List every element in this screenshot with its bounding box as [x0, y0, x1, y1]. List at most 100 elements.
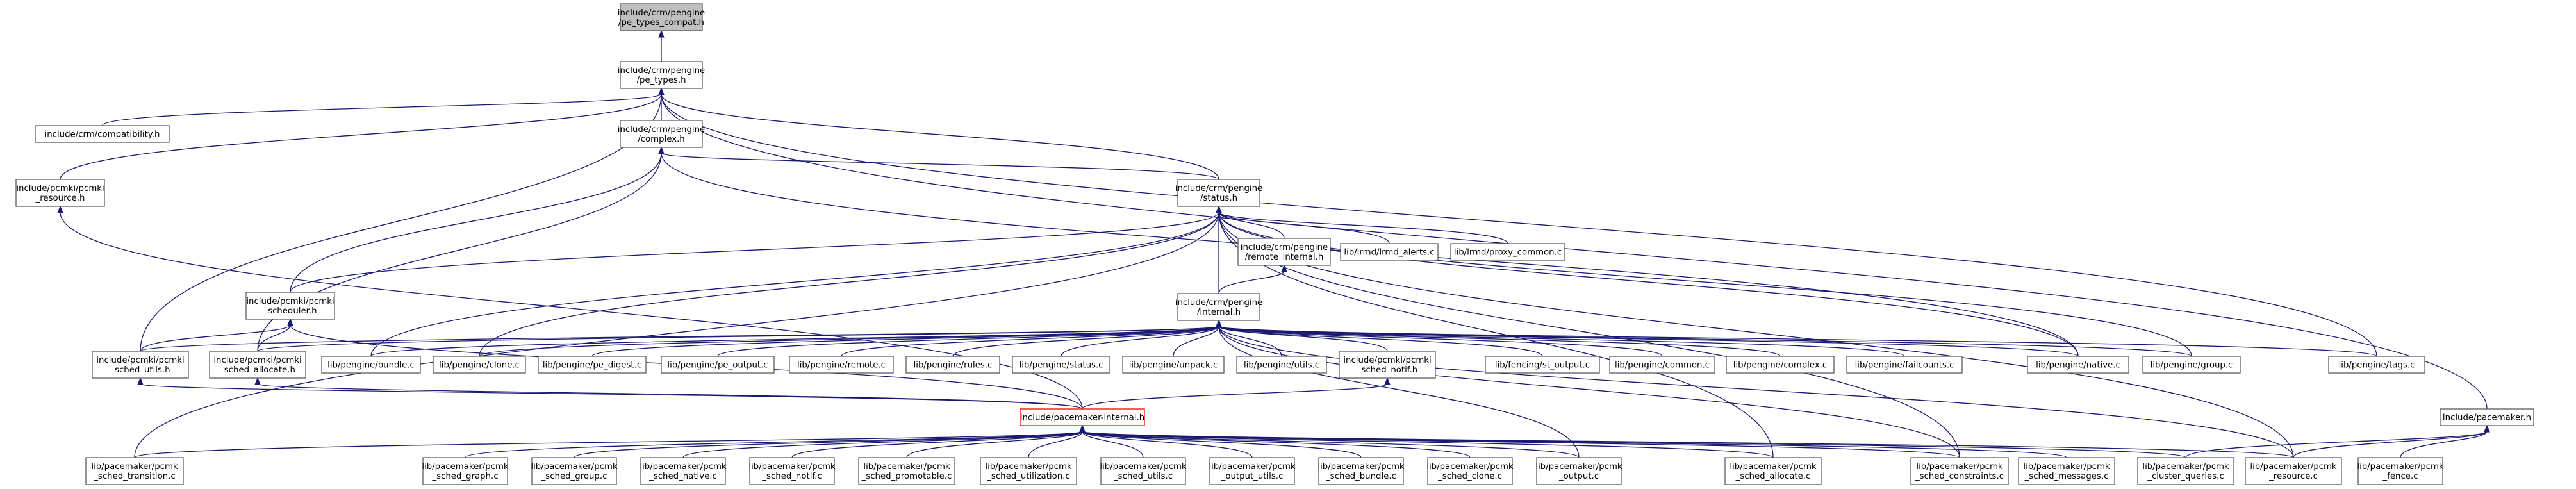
node-label-pcmki-scheduler-1: _scheduler.h — [263, 306, 317, 316]
node-pengine-internal[interactable]: include/crm/pengine/internal.h — [1175, 293, 1262, 321]
node-st-output[interactable]: lib/fencing/st_output.c — [1485, 356, 1600, 374]
node-label-tags-c-0: lib/pengine/tags.c — [2339, 361, 2415, 370]
node-unpack-c[interactable]: lib/pengine/unpack.c — [1122, 356, 1225, 374]
node-remote-internal[interactable]: include/crm/pengine/remote_internal.h — [1237, 238, 1331, 266]
node-label-sched-allocate-c-1: _sched_allocate.c — [1735, 472, 1811, 481]
edge-sched-native-to-pacemaker-internal — [682, 431, 1083, 458]
node-sched-transition[interactable]: lib/pacemaker/pcmk_sched_transition.c — [85, 457, 184, 485]
node-native-c[interactable]: lib/pengine/native.c — [2027, 356, 2129, 374]
node-clone-c[interactable]: lib/pengine/clone.c — [433, 356, 526, 374]
node-tags-c[interactable]: lib/pengine/tags.c — [2328, 356, 2425, 374]
node-label-cluster-queries-0: lib/pacemaker/pcmk — [2142, 462, 2229, 472]
node-sched-bundle[interactable]: lib/pacemaker/pcmk_sched_bundle.c — [1317, 457, 1405, 485]
node-box-native-c — [2027, 356, 2129, 374]
node-box-fmd-alerts — [1340, 243, 1439, 261]
edge-cluster-queries-to-pacemaker-h — [2185, 431, 2488, 458]
node-rules-c[interactable]: lib/pengine/rules.c — [905, 356, 1000, 374]
node-label-clone-c-0: lib/pengine/clone.c — [439, 361, 520, 370]
node-label-unpack-c-0: lib/pengine/unpack.c — [1129, 361, 1218, 370]
node-status-c[interactable]: lib/pengine/status.c — [1012, 356, 1110, 374]
node-box-complex-c — [1726, 356, 1835, 374]
node-status-h[interactable]: include/crm/pengine/status.h — [1175, 179, 1262, 207]
node-label-pe-types-compat-1: /pe_types_compat.h — [618, 18, 704, 28]
edge-utils-c-to-pengine-internal — [1218, 326, 1282, 357]
node-resource-c[interactable]: lib/pacemaker/pcmk_resource.c — [2245, 457, 2342, 485]
edge-output-c-to-pengine-internal — [1218, 326, 1580, 458]
node-box-sched-notif — [749, 457, 835, 485]
node-label-complex-h-0: include/crm/pengine — [618, 125, 705, 135]
node-sched-utils[interactable]: lib/pacemaker/pcmk_sched_utils.c — [1100, 457, 1187, 485]
node-sched-clone[interactable]: lib/pacemaker/pcmk_sched_clone.c — [1426, 457, 1514, 485]
node-output-utils[interactable]: lib/pacemaker/pcmk_output_utils.c — [1209, 457, 1296, 485]
edge-pacemaker-internal-to-pcmki-sched-allocate — [257, 383, 1083, 410]
node-label-pcmki-sched-notif-0: include/pcmki/pcmki — [1343, 356, 1431, 365]
edge-pengine-internal-to-remote-internal — [1218, 270, 1285, 294]
node-label-fence-c-1: _fence.c — [2382, 472, 2418, 481]
node-sched-messages[interactable]: lib/pacemaker/pcmk_sched_messages.c — [2018, 457, 2115, 485]
node-label-pe-digest-c-0: lib/pengine/pe_digest.c — [543, 361, 641, 370]
node-output-c[interactable]: lib/pacemaker/pcmk_output.c — [1535, 457, 1622, 485]
edge-sched-transition-to-status-h — [134, 211, 1219, 458]
node-pacemaker-internal[interactable]: include/pacemaker-internal.h — [1020, 408, 1145, 426]
node-complex-c[interactable]: lib/pengine/complex.c — [1726, 356, 1835, 374]
edge-rules-c-to-pengine-internal — [952, 326, 1219, 357]
node-box-pe-types — [620, 61, 703, 89]
node-box-st-output — [1485, 356, 1600, 374]
node-remote-c[interactable]: lib/pengine/remote.c — [789, 356, 894, 374]
node-pcmki-scheduler[interactable]: include/pcmki/pcmki_scheduler.h — [245, 292, 335, 320]
node-box-utils-c — [1236, 356, 1327, 374]
edge-clone-c-to-status-h — [479, 211, 1219, 357]
node-common-c[interactable]: lib/pengine/common.c — [1609, 356, 1715, 374]
node-sched-notif[interactable]: lib/pacemaker/pcmk_sched_notif.c — [748, 457, 836, 485]
node-label-bundle-c-0: lib/pengine/bundle.c — [327, 361, 415, 370]
node-bundle-c[interactable]: lib/pengine/bundle.c — [321, 356, 421, 374]
node-pcmki-sched-notif[interactable]: include/pcmki/pcmki_sched_notif.h — [1339, 351, 1436, 379]
edge-pcmki-sched-utils-to-pe-types — [140, 94, 662, 352]
edge-pcmki-sched-allocate-to-complex-h — [257, 153, 662, 352]
node-label-compatibility-0: include/crm/compatibility.h — [45, 130, 160, 140]
edge-pe-digest-c-to-pengine-internal — [591, 326, 1219, 357]
node-sched-allocate-c[interactable]: lib/pacemaker/pcmk_sched_allocate.c — [1724, 457, 1822, 485]
node-label-sched-clone-1: _sched_clone.c — [1437, 472, 1502, 481]
edge-resource-c-to-pacemaker-h — [2293, 431, 2488, 458]
node-label-sched-group-0: lib/pacemaker/pcmk — [531, 462, 618, 472]
node-label-sched-transition-1: _sched_transition.c — [93, 472, 175, 481]
node-sched-promotable[interactable]: lib/pacemaker/pcmk_sched_promotable.c — [858, 457, 955, 485]
node-group-c[interactable]: lib/pengine/group.c — [2142, 356, 2241, 374]
node-label-remote-internal-1: /remote_internal.h — [1245, 253, 1324, 262]
node-pcmki-sched-utils[interactable]: include/pcmki/pcmki_sched_utils.h — [92, 351, 189, 379]
node-sched-native[interactable]: lib/pacemaker/pcmk_sched_native.c — [640, 457, 727, 485]
node-pe-types[interactable]: include/crm/pengine/pe_types.h — [618, 61, 705, 89]
edge-group-c-to-pengine-internal — [1218, 326, 2192, 357]
node-label-pe-types-0: include/crm/pengine — [618, 66, 705, 76]
node-pacemaker-h[interactable]: include/pacemaker.h — [2440, 408, 2534, 426]
node-sched-group[interactable]: lib/pacemaker/pcmk_sched_group.c — [531, 457, 618, 485]
node-compatibility[interactable]: include/crm/compatibility.h — [35, 125, 170, 143]
node-box-pe-digest-c — [538, 356, 647, 374]
node-utils-c[interactable]: lib/pengine/utils.c — [1236, 356, 1327, 374]
edge-sched-graph-to-pacemaker-internal — [465, 431, 1083, 458]
node-box-complex-h — [620, 120, 703, 148]
node-proxy-common[interactable]: lib/lrmd/proxy_common.c — [1450, 243, 1565, 261]
node-failcounts-c[interactable]: lib/pengine/failcounts.c — [1846, 356, 1963, 374]
node-fmd-alerts[interactable]: lib/lrmd/lrmd_alerts.c — [1340, 243, 1439, 261]
node-pe-digest-c[interactable]: lib/pengine/pe_digest.c — [538, 356, 647, 374]
node-complex-h[interactable]: include/crm/pengine/complex.h — [618, 120, 705, 148]
node-cluster-queries[interactable]: lib/pacemaker/pcmk_cluster_queries.c — [2137, 457, 2234, 485]
node-label-utils-c-0: lib/pengine/utils.c — [1244, 361, 1319, 370]
node-box-pengine-internal — [1177, 293, 1260, 321]
node-sched-graph[interactable]: lib/pacemaker/pcmk_sched_graph.c — [422, 457, 509, 485]
node-pcmki-resource[interactable]: include/pcmki/pcmki_resource.h — [15, 179, 105, 207]
node-sched-utilization[interactable]: lib/pacemaker/pcmk_sched_utilization.c — [980, 457, 1077, 485]
edge-proxy-common-to-status-h — [1218, 211, 1508, 244]
node-pe-types-compat[interactable]: include/crm/pengine/pe_types_compat.h — [618, 3, 705, 31]
node-box-pacemaker-internal — [1020, 408, 1145, 426]
node-sched-constraints[interactable]: lib/pacemaker/pcmk_sched_constraints.c — [1910, 457, 2009, 485]
edge-output-c-to-pacemaker-internal — [1082, 431, 1580, 458]
node-pe-output-c[interactable]: lib/pengine/pe_output.c — [661, 356, 775, 374]
node-pcmki-sched-allocate[interactable]: include/pcmki/pcmki_sched_allocate.h — [209, 351, 306, 379]
node-fence-c[interactable]: lib/pacemaker/pcmk_fence.c — [2357, 457, 2444, 485]
node-box-sched-group — [531, 457, 617, 485]
edge-bundle-c-to-status-h — [370, 211, 1219, 357]
node-box-compatibility — [35, 125, 170, 143]
